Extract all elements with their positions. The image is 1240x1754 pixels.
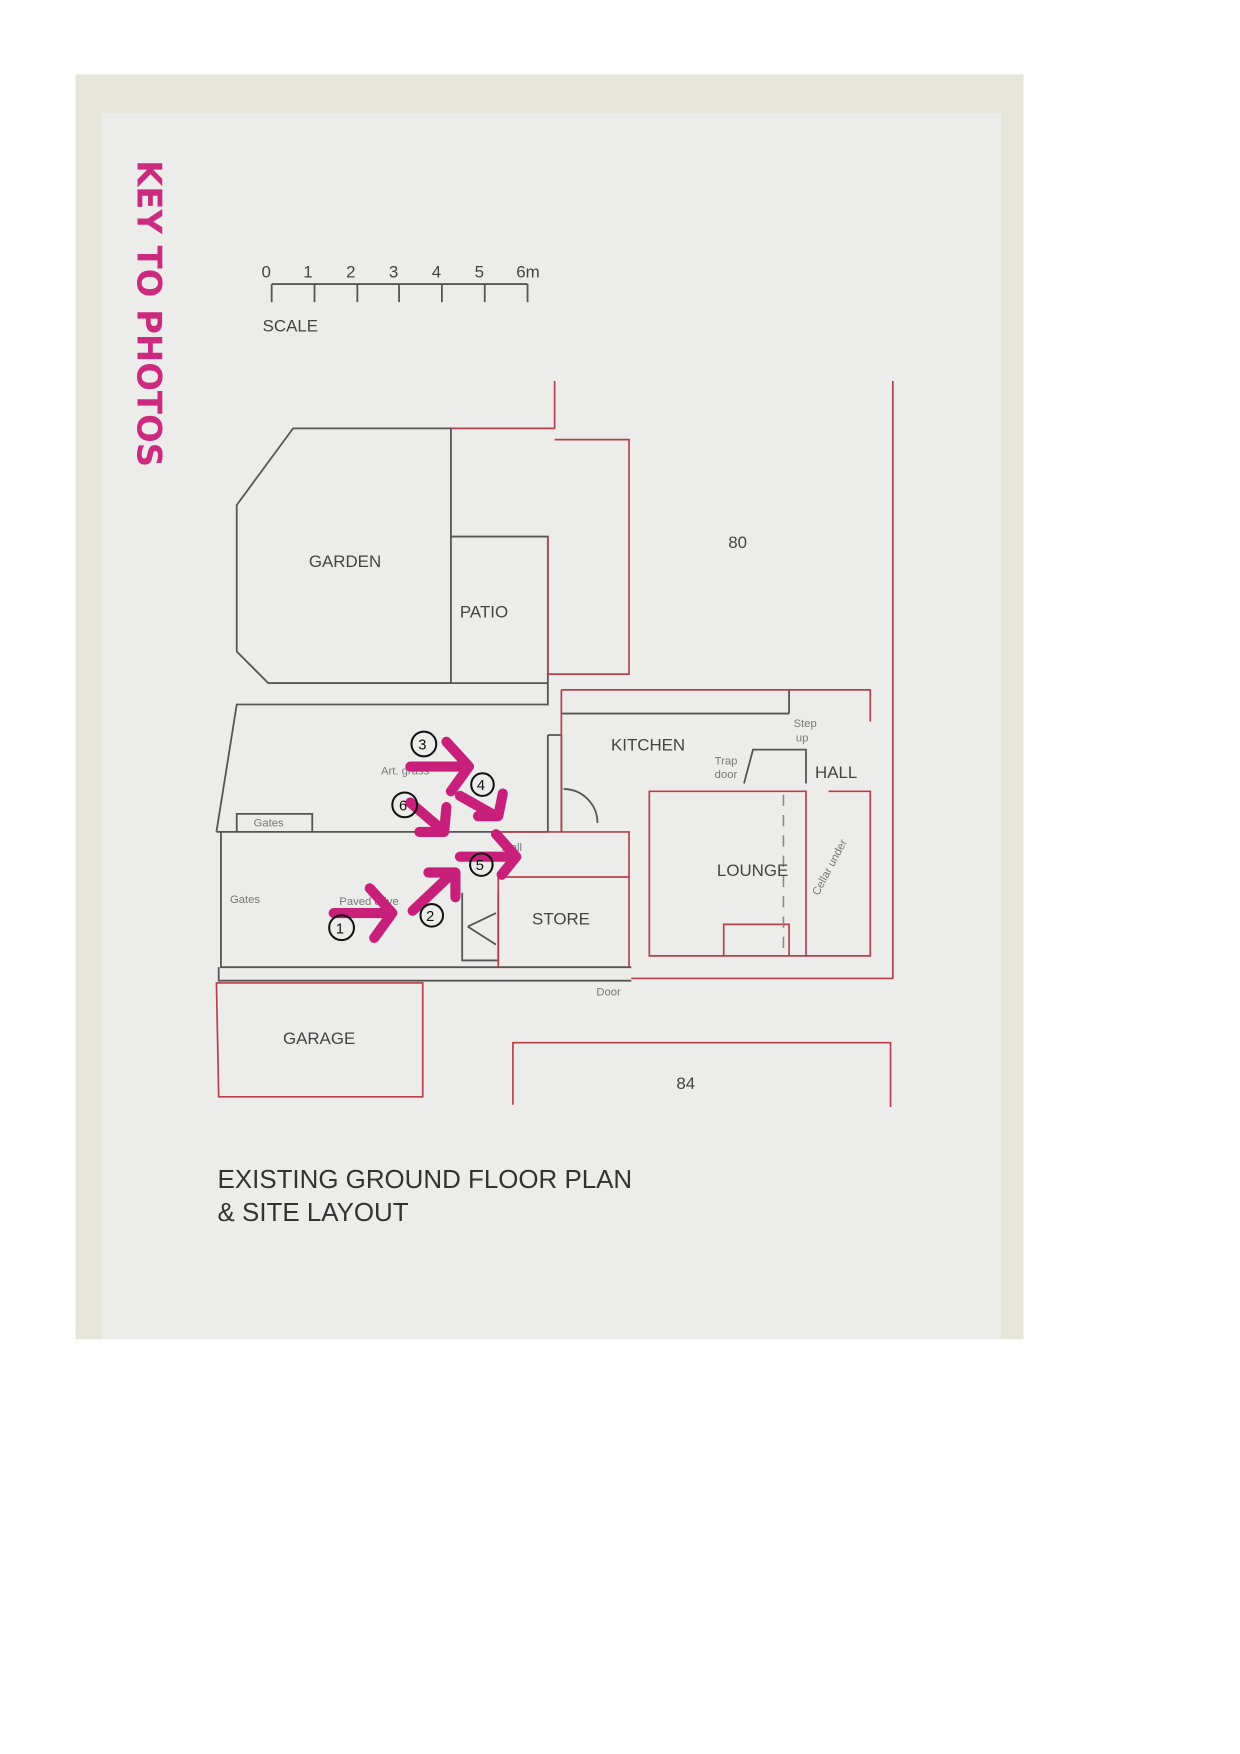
- svg-text:Gates: Gates: [230, 894, 260, 906]
- svg-text:84: 84: [676, 1074, 695, 1093]
- svg-text:GARAGE: GARAGE: [283, 1029, 355, 1048]
- key-to-photos-title: KEY TO PHOTOS: [130, 160, 169, 467]
- svg-text:STORE: STORE: [532, 909, 590, 928]
- svg-text:6m: 6m: [516, 262, 539, 281]
- svg-text:3: 3: [418, 738, 426, 754]
- svg-text:door: door: [715, 769, 738, 781]
- svg-text:5: 5: [475, 262, 484, 281]
- svg-text:KITCHEN: KITCHEN: [611, 736, 685, 755]
- svg-text:LOUNGE: LOUNGE: [717, 861, 788, 880]
- svg-text:SCALE: SCALE: [263, 316, 318, 335]
- plan-walls: [215, 381, 894, 1107]
- svg-text:0: 0: [262, 262, 271, 281]
- svg-text:3: 3: [389, 262, 398, 281]
- arrow-3: [405, 736, 475, 797]
- room-labels: GARDEN PATIO KITCHEN HALL LOUNGE STORE G…: [283, 533, 857, 1093]
- svg-text:2: 2: [426, 909, 434, 925]
- svg-text:1: 1: [303, 262, 312, 281]
- svg-text:HALL: HALL: [815, 763, 857, 782]
- svg-text:5: 5: [476, 858, 484, 874]
- arrow-6: [405, 797, 452, 837]
- svg-text:4: 4: [432, 262, 441, 281]
- photo-markers: 1 2 3 4 5 6: [328, 730, 522, 943]
- svg-text:1: 1: [336, 921, 344, 937]
- svg-text:6: 6: [399, 798, 407, 814]
- scale-bar: 0 1 2 3 4 5 6m SCALE: [262, 262, 540, 335]
- svg-text:Gates: Gates: [254, 817, 284, 829]
- svg-text:PATIO: PATIO: [460, 603, 508, 622]
- svg-text:2: 2: [346, 262, 355, 281]
- svg-text:Step: Step: [794, 718, 817, 730]
- svg-text:4: 4: [477, 778, 485, 794]
- svg-text:Door: Door: [596, 986, 621, 998]
- plan-title: EXISTING GROUND FLOOR PLAN & SITE LAYOUT: [218, 1166, 633, 1227]
- svg-text:80: 80: [728, 533, 747, 552]
- arrow-2: [407, 867, 461, 916]
- svg-text:& SITE LAYOUT: & SITE LAYOUT: [218, 1199, 409, 1227]
- arrow-4: [454, 788, 508, 822]
- arrow-5: [454, 829, 522, 880]
- svg-text:EXISTING GROUND FLOOR PLAN: EXISTING GROUND FLOOR PLAN: [218, 1166, 633, 1194]
- arrow-1: [328, 883, 398, 943]
- svg-text:Trap: Trap: [715, 755, 738, 767]
- svg-text:up: up: [796, 733, 809, 745]
- svg-text:GARDEN: GARDEN: [309, 552, 381, 571]
- paper-sheet: [101, 112, 1002, 1340]
